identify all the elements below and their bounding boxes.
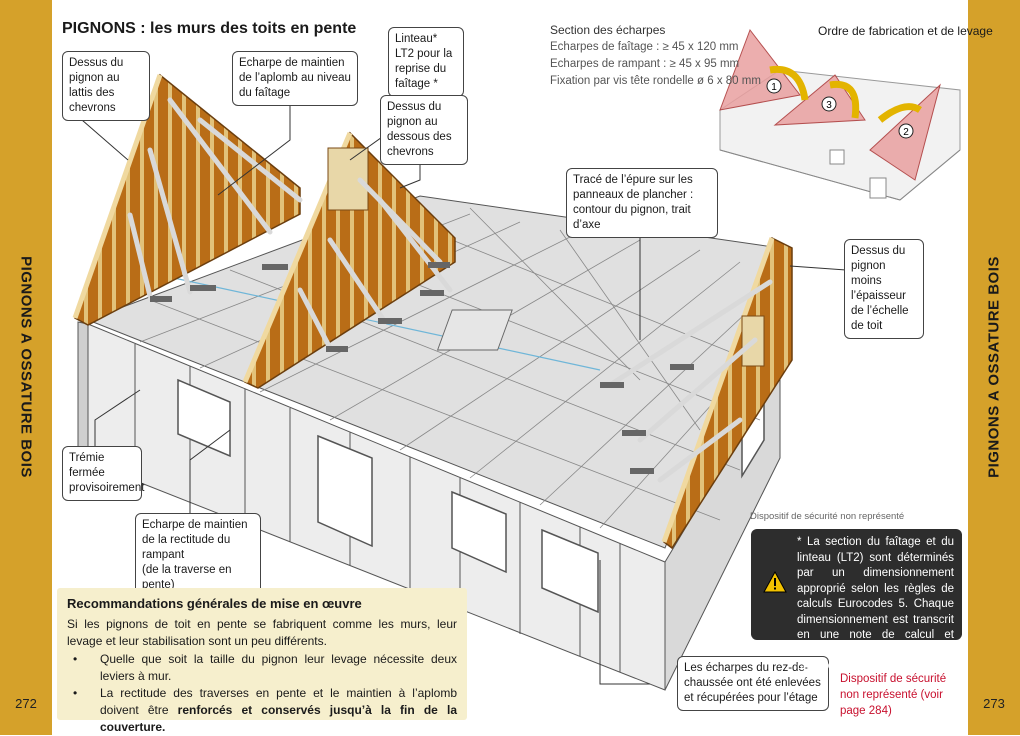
section-line-2: Echarpes de rampant : ≥ 45 x 95 mm bbox=[550, 58, 740, 71]
left-page-number: 272 bbox=[15, 696, 37, 711]
recommendations-box: Recommandations générales de mise en œuv… bbox=[57, 588, 467, 734]
warning-text: * La section du faîtage et du linteau (L… bbox=[797, 536, 954, 673]
order-title: Ordre de fabrication et de levage bbox=[818, 24, 993, 38]
warning-box: * La section du faîtage et du linteau (L… bbox=[751, 529, 962, 672]
callout-echarpes-rdc: Les écharpes du rez-de-chaussée ont été … bbox=[677, 656, 829, 711]
step-3: 3 bbox=[826, 100, 832, 111]
recommendations-list: Quelle que soit la taille du pignon leur… bbox=[67, 651, 457, 736]
callout-echarpe-faitage: Echarpe de maintien de l’aplomb au nivea… bbox=[232, 51, 358, 106]
callout-dessus-lattis: Dessus du pignon au lattis des chevrons bbox=[62, 51, 150, 121]
callout-dessous-pignon: Dessus du pignon au dessous des chevrons bbox=[380, 95, 468, 165]
recommendations-title: Recommandations générales de mise en œuv… bbox=[67, 596, 362, 611]
recommendation-bullet-2: La rectitude des traverses en pente et l… bbox=[67, 685, 457, 736]
echarpe-rampant-main: Echarpe de maintien de la rectitude du r… bbox=[142, 519, 248, 561]
left-sidebar: PIGNONS A OSSATURE BOIS 272 bbox=[0, 0, 52, 735]
echarpe-rampant-sub: (de la traverse en pente) bbox=[142, 563, 232, 591]
right-sidebar: PIGNONS A OSSATURE BOIS 273 bbox=[968, 0, 1020, 735]
right-page-number: 273 bbox=[983, 696, 1005, 711]
section-line-1: Echarpes de faîtage : ≥ 45 x 120 mm bbox=[550, 41, 739, 54]
step-2: 2 bbox=[903, 127, 909, 138]
bullet-2-bold: renforcés et conservés jusqu’à la fin de… bbox=[100, 702, 457, 734]
callout-echarpe-rampant: Echarpe de maintien de la rectitude du r… bbox=[135, 513, 261, 598]
callout-linteau: Linteau* LT2 pour la reprise du faîtage … bbox=[388, 27, 464, 97]
order-inset-sketch: 1 2 3 bbox=[719, 28, 961, 201]
gable-middle bbox=[242, 131, 456, 389]
callout-tremie: Trémie fermée provisoirement bbox=[62, 446, 144, 501]
callout-dessus-moins: Dessus du pignon moins l’épaisseur de l’… bbox=[844, 239, 924, 339]
warning-triangle-icon bbox=[763, 571, 787, 593]
section-echarpes: Section des écharpes Echarpes de faîtage… bbox=[550, 22, 761, 89]
bullet-2-plain: La rectitude des traverses en pente et l… bbox=[100, 685, 457, 717]
section-line-3: Fixation par vis tête rondelle ø 6 x 80 … bbox=[550, 74, 761, 87]
page-title: PIGNONS : les murs des toits en pente bbox=[62, 20, 357, 37]
step-1: 1 bbox=[771, 82, 777, 93]
gable-right bbox=[600, 236, 793, 550]
recommendation-bullet-1: Quelle que soit la taille du pignon leur… bbox=[67, 651, 457, 685]
safety-note-small: Dispositif de sécurité non représenté bbox=[750, 511, 905, 522]
safety-note-red: Dispositif de sécurité non représenté (v… bbox=[840, 673, 947, 718]
section-title: Section des écharpes bbox=[550, 23, 666, 37]
recommendations-intro: Si les pignons de toit en pente se fabri… bbox=[67, 617, 457, 649]
callout-trace-epure: Tracé de l’épure sur les panneaux de pla… bbox=[566, 168, 718, 238]
tremie bbox=[436, 309, 513, 351]
